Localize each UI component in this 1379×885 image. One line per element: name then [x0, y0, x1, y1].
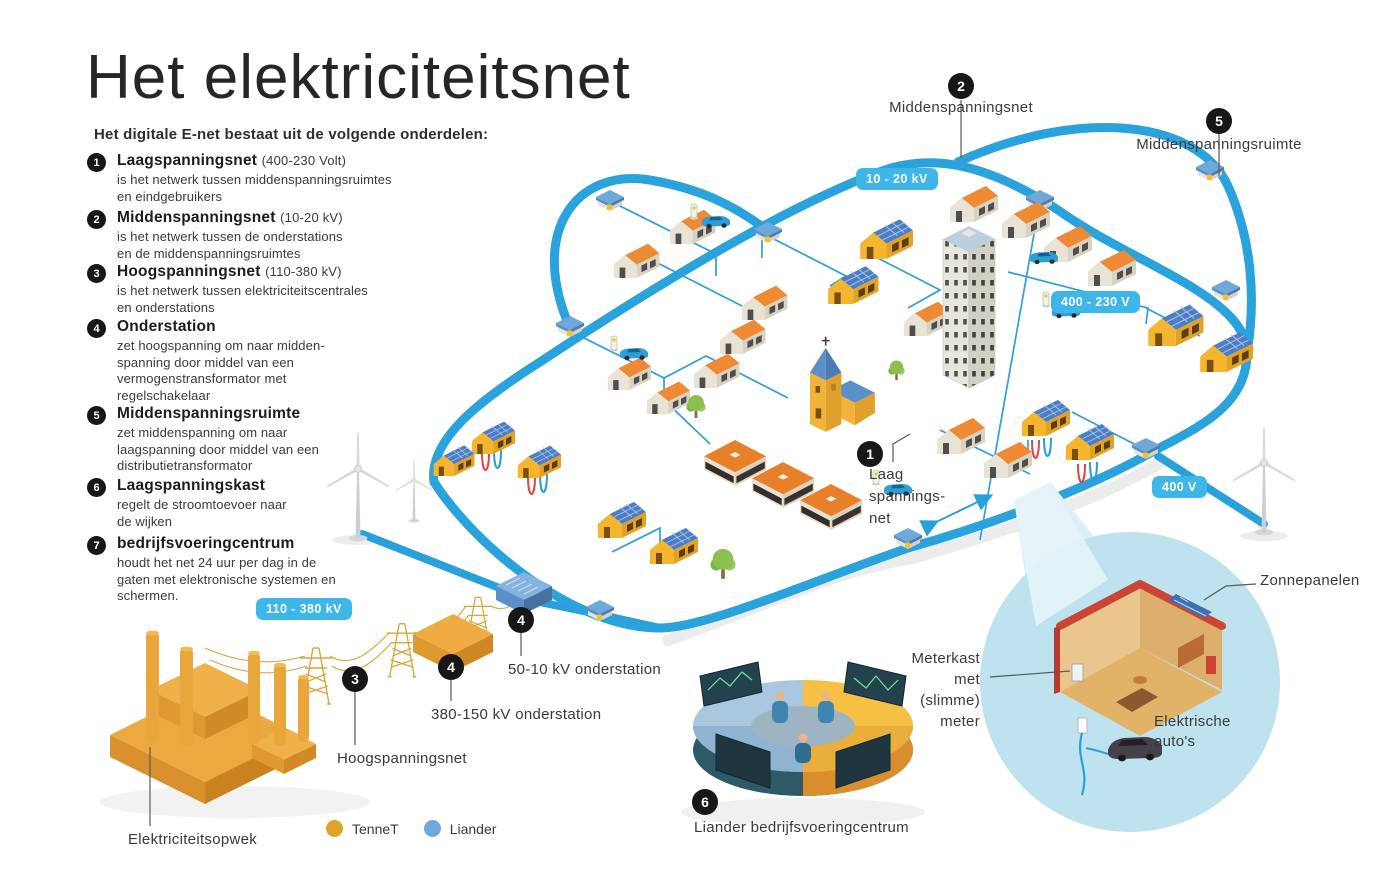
label-meterkast: Meterkast met (slimme) meter	[911, 650, 980, 730]
item-number-badge: 5	[87, 406, 106, 425]
solar-panel	[1168, 594, 1212, 618]
onderstation-50-10	[496, 572, 552, 614]
label-middenspanningsnet: Middenspanningsnet	[889, 99, 1033, 116]
item-term: Hoogspanningsnet	[117, 263, 261, 280]
label-laagspanningsnet: Laag spannings- net	[869, 466, 946, 527]
item-description: zet hoogspanning om naar midden- spannin…	[117, 338, 325, 403]
label-onderstation-380: 380-150 kV onderstation	[431, 706, 602, 723]
item-term: Laagspanningskast	[117, 477, 266, 494]
control-monitors	[699, 661, 907, 789]
item-number-badge: 6	[87, 478, 106, 497]
item-description: regelt de stroomtoevoer naar de wijken	[117, 497, 287, 529]
label-elektrische-autos: Elektrische auto's	[1154, 713, 1231, 751]
item-description: is het netwerk tussen elektriciteitscent…	[117, 283, 368, 315]
item-description: zet middenspanning om naar laagspanning …	[117, 425, 319, 474]
item-number-badge: 2	[87, 210, 106, 229]
tennet-dot-icon	[326, 820, 343, 837]
item-description: is het netwerk tussen de onderstations e…	[117, 229, 343, 261]
legend-item-5: 5 Middenspanningsruimte zet middenspanni…	[87, 405, 432, 475]
charging-cable	[1078, 732, 1086, 796]
kitchen	[1178, 634, 1204, 668]
medium-voltage-ring	[429, 158, 1252, 633]
laagspanningsnet-arrow	[919, 494, 994, 537]
map-marker-onderstation-380: 4	[438, 654, 464, 680]
charging-cables	[1077, 461, 1098, 483]
item-number-badge: 3	[87, 264, 106, 283]
label-zonnepanelen: Zonnepanelen	[1260, 572, 1360, 589]
item-term: bedrijfsvoeringcentrum	[117, 535, 295, 552]
charging-cables	[1031, 437, 1052, 459]
item-number-badge: 4	[87, 319, 106, 338]
couch	[1116, 688, 1158, 712]
operators	[772, 691, 834, 763]
label-bedrijfsvoeringcentrum: Liander bedrijfsvoeringcentrum	[694, 819, 909, 836]
control-room	[693, 661, 913, 796]
label-middenspanningsruimte: Middenspanningsruimte	[1136, 136, 1302, 153]
map-marker-middenspanningsruimte: 5	[1206, 108, 1232, 134]
church	[810, 336, 875, 432]
item-term: Middenspanningsruimte	[117, 405, 301, 422]
label-elektriciteitsopwek: Elektriciteitsopwek	[128, 831, 258, 848]
legend-item-7: 7 bedrijfsvoeringcentrum houdt het net 2…	[87, 535, 432, 605]
item-number-badge: 1	[87, 153, 106, 172]
electric-car	[1108, 737, 1162, 762]
liander-dot-icon	[423, 820, 441, 837]
item-number-badge: 7	[87, 536, 106, 555]
liander-label: Liander	[449, 820, 497, 837]
label-onderstation-50: 50-10 kV onderstation	[508, 661, 662, 678]
wind-turbine	[1231, 426, 1297, 536]
page-title: Het elektriciteitsnet	[86, 43, 631, 112]
smart-home-inset	[980, 482, 1280, 832]
label-hoogspanningsnet: Hoogspanningsnet	[337, 750, 467, 767]
map-marker-bedrijfsvoeringcentrum: 6	[692, 789, 718, 815]
page-subtitle: Het digitale E-net bestaat uit de volgen…	[94, 126, 489, 143]
meter-cabinet	[1071, 663, 1084, 682]
item-term: Middenspanningsnet	[117, 209, 276, 226]
item-description: houdt het net 24 uur per dag in de gaten…	[117, 555, 336, 604]
item-term: Onderstation	[117, 318, 216, 335]
map-marker-middenspanningsnet: 2	[948, 73, 974, 99]
voltage-pill-400-230v: 400 - 230 V	[1051, 291, 1141, 313]
highrise-building	[942, 226, 996, 389]
map-marker-laagspanningsnet: 1	[857, 441, 883, 467]
item-paren: (10-20 kV)	[280, 210, 343, 225]
legend-item-6: 6 Laagspanningskast regelt de stroomtoev…	[87, 477, 432, 530]
operator-legend: TenneT Liander	[326, 820, 496, 837]
item-paren: (110-380 kV)	[265, 264, 342, 279]
legend-item-2: 2 Middenspanningsnet (10-20 kV) is het n…	[87, 209, 432, 262]
legend-item-1: 1 Laagspanningsnet (400-230 Volt) is het…	[87, 152, 432, 205]
item-paren: (400-230 Volt)	[261, 153, 347, 168]
map-marker-onderstation-50: 4	[508, 607, 534, 633]
power-plant	[110, 630, 316, 804]
voltage-pill-10-20kv: 10 - 20 kV	[856, 168, 938, 190]
ev-charger	[1077, 717, 1088, 734]
fridge	[1206, 656, 1216, 674]
item-description: is het netwerk tussen middenspanningsrui…	[117, 172, 392, 204]
tennet-label: TenneT	[352, 820, 399, 837]
legend-item-3: 3 Hoogspanningsnet (110-380 kV) is het n…	[87, 263, 432, 316]
leader-lines	[149, 100, 1257, 826]
item-term: Laagspanningsnet	[117, 152, 258, 169]
voltage-pill-110-380kv: 110 - 380 kV	[256, 598, 352, 620]
ring-arc-left	[549, 174, 769, 333]
pylon	[386, 623, 418, 678]
voltage-pill-400v: 400 V	[1152, 476, 1207, 498]
legend-item-4: 4 Onderstation zet hoogspanning om naar …	[87, 318, 432, 405]
map-marker-hoogspanningsnet: 3	[342, 666, 368, 692]
